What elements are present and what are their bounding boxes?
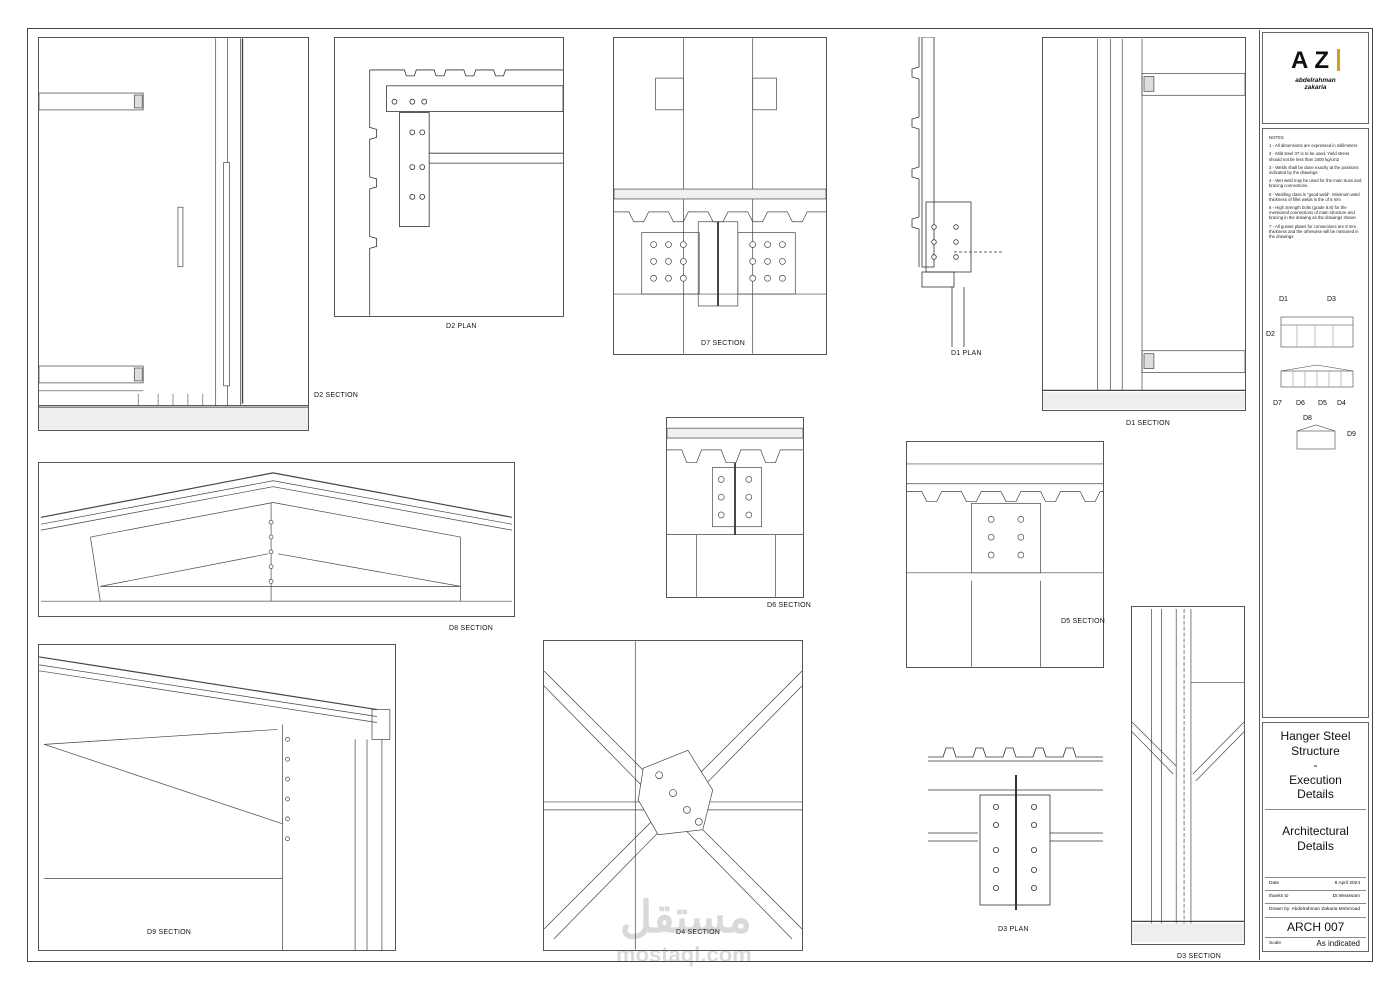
- d5-section-drawing: [906, 441, 1104, 668]
- note-item: 4 - Wet weld may be used for the main tr…: [1269, 178, 1362, 189]
- sheet-number-row: ARCH 007: [1265, 917, 1366, 936]
- d3-section-label: D3 SECTION: [1177, 953, 1222, 960]
- d6-section-drawing: [666, 417, 804, 598]
- d2-plan-drawing: [334, 37, 564, 317]
- key-label-d4: D4: [1337, 400, 1346, 407]
- project-title: Hanger Steel Structure - Execution Detai…: [1263, 729, 1368, 802]
- key-label-d1: D1: [1279, 296, 1288, 303]
- key-plan-diagram: [1280, 316, 1354, 450]
- title-block: AZ abdelrahman zakaria NOTES 1 - All dim…: [1259, 30, 1371, 960]
- key-label-d5: D5: [1318, 400, 1327, 407]
- notes-heading: NOTES: [1269, 135, 1284, 140]
- thanks-label: thanks to: [1269, 894, 1289, 899]
- project-title-line: -: [1313, 758, 1318, 772]
- d3-plan-label: D3 PLAN: [998, 926, 1029, 933]
- d1-plan-drawing: [904, 37, 1004, 347]
- thanks-value: Dr.Weassam: [1332, 894, 1360, 899]
- logo: AZ: [1263, 47, 1368, 75]
- note-item: 7 - All gusset plates for connections ar…: [1269, 223, 1359, 240]
- drawn-by-row: Drawn by Abdelrahman Zakaria Mohmoad: [1265, 903, 1366, 916]
- project-title-line: Hanger Steel: [1280, 729, 1351, 743]
- logo-accent-bar: [1337, 49, 1340, 71]
- d1-section-drawing: [1042, 37, 1246, 411]
- d4-section-drawing: [543, 640, 803, 951]
- note-item: 2 - Mild steel 37 is to be used. Yield s…: [1269, 151, 1350, 162]
- sheet-title-line: Details: [1297, 838, 1334, 853]
- watermark: مستقل mostaql.com: [612, 892, 792, 972]
- d2-section-drawing: [38, 37, 309, 431]
- logo-name: abdelrahman zakaria: [1263, 77, 1368, 91]
- thanks-row: thanks to Dr.Weassam: [1265, 890, 1366, 903]
- key-label-d2: D2: [1266, 331, 1275, 338]
- d6-section-label: D6 SECTION: [767, 602, 812, 609]
- notes: NOTES 1 - All dimensions are expressed i…: [1269, 135, 1362, 242]
- drawn-by-label: Drawn by: [1269, 907, 1290, 912]
- scale-row: Scale As indicated: [1265, 937, 1366, 950]
- key-label-d7: D7: [1273, 400, 1282, 407]
- d5-section-label: D5 SECTION: [1061, 618, 1106, 625]
- d7-section-drawing: [613, 37, 827, 355]
- logo-name-line2: zakaria: [1304, 84, 1327, 91]
- title-box: Hanger Steel Structure - Execution Detai…: [1262, 722, 1369, 952]
- drawn-by-value: Abdelrahman Zakaria Mohmoad: [1291, 907, 1360, 912]
- drawing-sheet-border: [27, 28, 1373, 962]
- d3-section-drawing: [1131, 606, 1245, 945]
- sheet-number: ARCH 007: [1287, 920, 1345, 934]
- key-label-d6: D6: [1296, 400, 1305, 407]
- logo-name-line1: abdelrahman: [1295, 77, 1336, 84]
- date-label: Date: [1269, 881, 1280, 886]
- scale-label: Scale: [1269, 941, 1281, 946]
- note-item: 5 - Welding class is "good weld". Minimu…: [1269, 191, 1360, 202]
- project-title-line: Execution: [1289, 772, 1342, 787]
- d2-section-label: D2 SECTION: [314, 392, 359, 399]
- watermark-arabic: مستقل: [620, 893, 752, 942]
- logo-box: AZ abdelrahman zakaria: [1262, 32, 1369, 124]
- key-label-d3: D3: [1327, 296, 1336, 303]
- d9-section-drawing: [38, 644, 396, 951]
- note-item: 3 - Welds shall be done exactly at the p…: [1269, 164, 1359, 176]
- d8-section-label: D8 SECTION: [449, 625, 494, 632]
- d7-section-label: D7 SECTION: [701, 340, 746, 347]
- d4-section-label: D4 SECTION: [676, 929, 721, 936]
- sheet-title: Architectural Details: [1263, 824, 1368, 853]
- note-item: 6 - High strength bolts (grade 8.8) for …: [1269, 205, 1356, 221]
- date-row: Date 8 April 2024: [1265, 877, 1366, 890]
- date-value: 8 April 2024: [1334, 881, 1360, 886]
- d3-plan-drawing: [928, 745, 1103, 925]
- watermark-latin: mostaql.com: [616, 942, 752, 967]
- d1-plan-label: D1 PLAN: [951, 350, 982, 357]
- project-title-line: Details: [1297, 787, 1334, 801]
- scale-value: As indicated: [1316, 939, 1360, 948]
- project-title-line: Structure: [1291, 743, 1340, 758]
- note-item: 1 - All dimensions are expressed in mill…: [1269, 143, 1358, 149]
- d8-section-drawing: [38, 462, 515, 617]
- d9-section-label: D9 SECTION: [147, 929, 192, 936]
- notes-box: NOTES 1 - All dimensions are expressed i…: [1262, 128, 1369, 718]
- key-label-d9: D9: [1347, 431, 1356, 438]
- divider: [1265, 809, 1366, 810]
- d2-plan-label: D2 PLAN: [446, 323, 477, 330]
- logo-letters: AZ: [1291, 47, 1335, 74]
- key-label-d8: D8: [1303, 415, 1312, 422]
- d1-section-label: D1 SECTION: [1126, 420, 1171, 427]
- sheet-title-line: Architectural: [1282, 824, 1349, 838]
